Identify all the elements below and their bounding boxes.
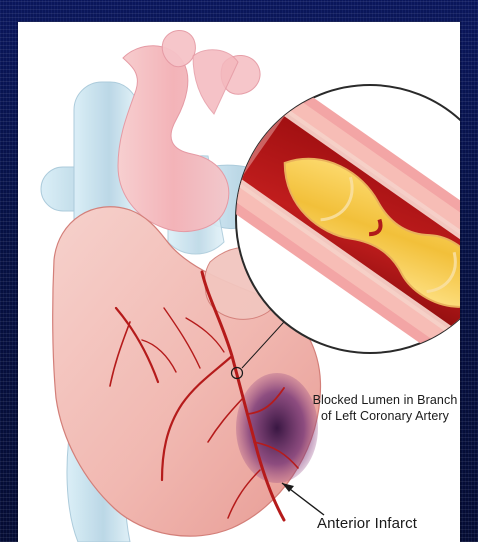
blocked-lumen-label: Blocked Lumen in Branch of Left Coronary… [300,392,460,424]
infarct-region [236,373,318,483]
blocked-lumen-label-line2: of Left Coronary Artery [300,408,460,424]
diagram-panel: Blocked Lumen in Branch of Left Coronary… [18,22,460,542]
blocked-lumen-label-line1: Blocked Lumen in Branch [300,392,460,408]
heart-diagram-svg [18,22,460,542]
anterior-infarct-label: Anterior Infarct [317,516,460,532]
infarct-arrow [282,483,324,515]
